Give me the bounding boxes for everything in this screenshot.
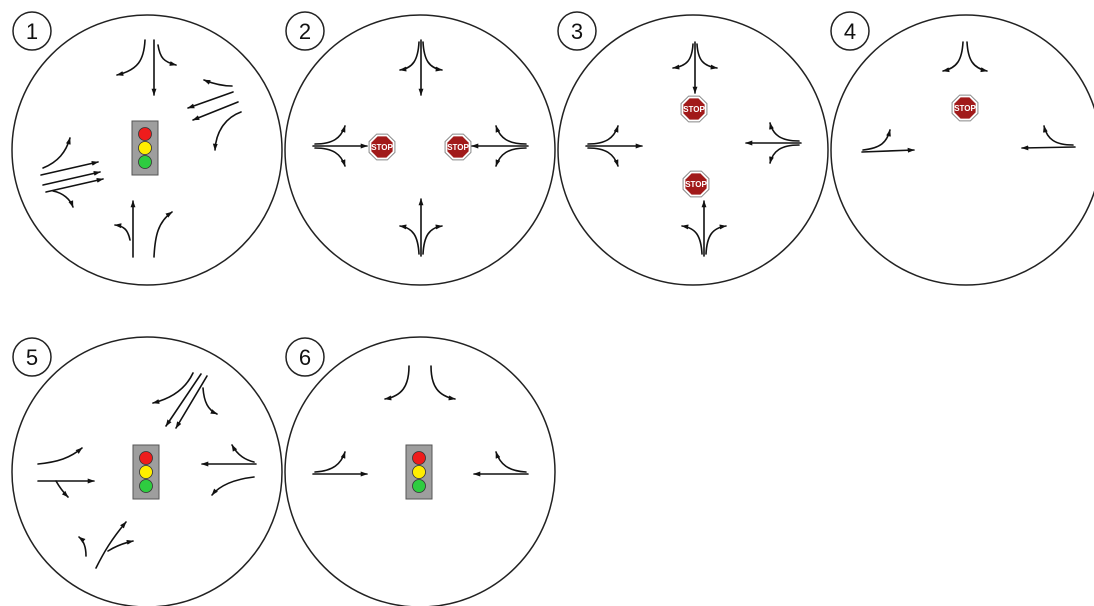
stop-sign-icon: STOP: [444, 133, 472, 161]
panel-5: 5: [11, 336, 283, 606]
signal-green-light: [412, 479, 426, 493]
panel-number-badge: 3: [557, 11, 597, 51]
panel-number: 6: [299, 345, 311, 370]
east-approach-arrows: [187, 79, 242, 151]
east-approach-arrows: [473, 451, 529, 477]
panel-number-badge: 5: [12, 337, 52, 377]
signal-red-light: [138, 127, 152, 141]
panel-number: 5: [26, 345, 38, 370]
north-approach-arrows: [672, 41, 718, 94]
north-approach-arrows: [399, 39, 443, 96]
east-approach-arrows: [201, 444, 257, 496]
south-approach-arrows: [399, 198, 443, 257]
west-approach-arrows: [312, 125, 368, 167]
north-approach-arrows: [942, 41, 988, 73]
east-approach-arrows: [745, 122, 802, 164]
west-approach-arrows: [861, 129, 915, 153]
signal-green-light: [139, 479, 153, 493]
north-approach-arrows: [384, 365, 456, 401]
stop-sign-icon: STOP: [368, 133, 396, 161]
panel-3: 3 STOP STOP: [557, 11, 829, 286]
stop-sign-face: [683, 98, 705, 120]
south-approach-arrows: [681, 200, 727, 257]
panel-number-badge: 2: [285, 11, 325, 51]
intersection-circle: [11, 14, 283, 286]
panel-number-badge: 6: [285, 337, 325, 377]
north-approach-arrows: [116, 39, 177, 96]
intersection-circle: [830, 14, 1094, 286]
east-approach-arrows: [471, 125, 529, 167]
panel-number: 2: [299, 19, 311, 44]
west-approach-arrows: [585, 125, 643, 167]
panel-4: 4 STOP: [830, 11, 1094, 286]
panel-6: 6: [284, 336, 556, 606]
intersection-circle: [11, 336, 283, 606]
south-approach-arrows: [114, 200, 173, 258]
panel-number: 3: [571, 19, 583, 44]
panel-number-badge: 4: [830, 11, 870, 51]
panel-number-badge: 1: [12, 11, 52, 51]
panel-2: 2 STOP STOP: [284, 11, 556, 286]
stop-sign-label: STOP: [683, 105, 705, 114]
stop-sign-label: STOP: [685, 180, 707, 189]
intersection-circle: [284, 14, 556, 286]
signal-yellow-light: [139, 465, 153, 479]
west-approach-arrows: [37, 447, 95, 498]
stop-sign-label: STOP: [954, 104, 976, 113]
traffic-signal-icon: [132, 444, 160, 500]
stop-sign-face: [447, 136, 469, 158]
signal-red-light: [139, 451, 153, 465]
stop-sign-label: STOP: [371, 143, 393, 152]
signal-yellow-light: [138, 141, 152, 155]
stop-sign-label: STOP: [447, 143, 469, 152]
west-approach-arrows: [40, 137, 104, 208]
panel-1: 1: [11, 11, 283, 286]
signal-green-light: [138, 155, 152, 169]
signal-red-light: [412, 451, 426, 465]
stop-sign-face: [954, 97, 976, 119]
panel-number: 1: [26, 19, 38, 44]
intersection-circle: [284, 336, 556, 606]
traffic-signal-icon: [405, 444, 433, 500]
signal-yellow-light: [412, 465, 426, 479]
east-approach-arrows: [1021, 125, 1076, 151]
stop-sign-icon: STOP: [680, 95, 708, 123]
southwest-approach-arrows: [78, 521, 134, 569]
northeast-approach-arrows: [152, 372, 218, 429]
west-approach-arrows: [312, 451, 368, 477]
intersection-circle: [557, 14, 829, 286]
panel-number: 4: [844, 19, 856, 44]
stop-sign-face: [371, 136, 393, 158]
stop-sign-icon: STOP: [951, 94, 979, 122]
stop-sign-icon: STOP: [682, 170, 710, 198]
stop-sign-face: [685, 173, 707, 195]
traffic-signal-icon: [131, 120, 159, 176]
